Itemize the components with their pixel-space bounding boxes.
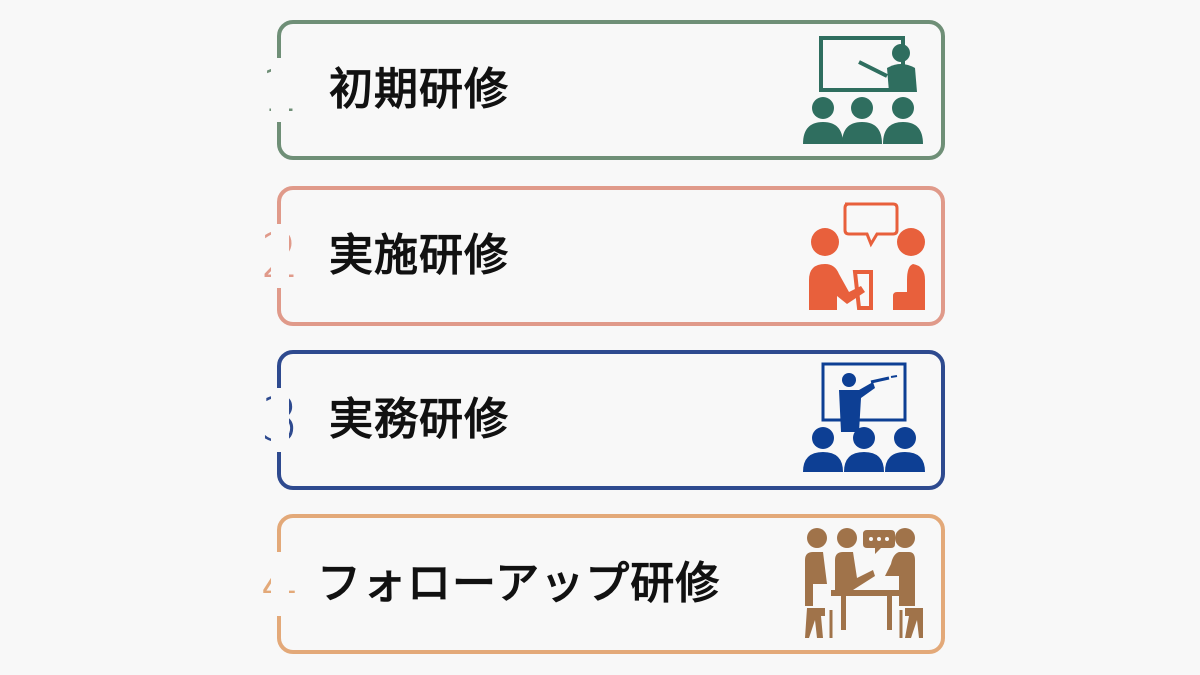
number-gap (271, 388, 289, 452)
step-label-2: 実施研修 (329, 230, 509, 281)
number-gap (271, 224, 289, 288)
step-card-3: 実務研修 (271, 350, 945, 490)
step-label-3: 実務研修 (329, 394, 509, 445)
step-card-1: 初期研修 (271, 20, 945, 160)
meeting-table-icon (805, 528, 923, 638)
step-label-4: フォローアップ研修 (317, 558, 721, 609)
step-card-4: フォローアップ研修 (271, 514, 945, 654)
presentation-icon (803, 362, 925, 472)
conversation-icon (809, 202, 925, 310)
teacher-lecture-icon (803, 36, 923, 144)
number-gap (271, 552, 289, 616)
step-card-2: 実施研修 (271, 186, 945, 326)
step-label-1: 初期研修 (329, 64, 509, 115)
number-gap (271, 58, 289, 122)
